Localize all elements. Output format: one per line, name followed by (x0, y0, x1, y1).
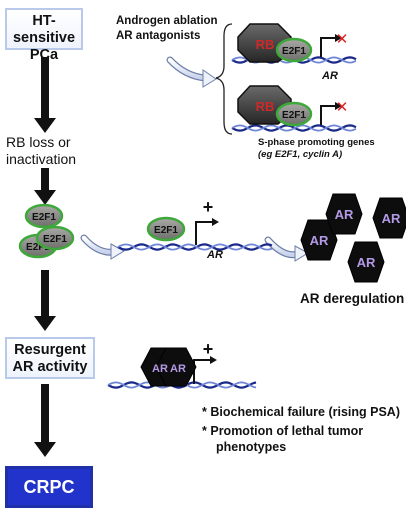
outcome-item-2: * Promotion of lethal tumor (202, 423, 400, 439)
e2f1-bound-middle: E2F1 (146, 216, 186, 242)
flow-arrow-1 (34, 57, 56, 133)
transcription-arrow-middle (195, 218, 219, 245)
activation-plus-middle: + (203, 197, 214, 217)
ar-protein-3-label: AR (382, 211, 401, 226)
e2f1-label: E2F1 (282, 46, 306, 57)
e2f1-free-1: E2F1 (24, 203, 64, 229)
transcription-arrow-top-2 (320, 102, 342, 125)
curved-arrow-right (264, 236, 310, 262)
transcription-arrow-top-1 (320, 34, 342, 57)
s-phase-line1: S-phase promoting genes (258, 137, 375, 148)
block-mark-bottom: ✕ (336, 98, 349, 116)
crpc-label: CRPC (23, 476, 75, 497)
ht-sensitive-line2: PCa (29, 47, 59, 63)
outcome-list: * Biochemical failure (rising PSA) * Pro… (202, 404, 400, 455)
ar-protein-2: AR (325, 193, 363, 235)
activation-plus-bottom: + (203, 339, 214, 359)
outcome-item-2-text: Promotion of lethal tumor (210, 424, 364, 438)
resurgent-ar-activity-box: Resurgent AR activity (5, 337, 95, 379)
ar-protein-1-label: AR (310, 233, 329, 248)
outcome-bullet: * (202, 424, 207, 438)
e2f1-label: E2F1 (43, 234, 67, 245)
ar-dimer-label-2: AR (170, 363, 186, 375)
s-phase-annotation: S-phase promoting genes (eg E2F1, cyclin… (258, 137, 375, 161)
s-phase-line2: (eg E2F1, cyclin A) (258, 149, 343, 160)
ar-dimer: AR AR (140, 347, 197, 387)
e2f1-top: E2F1 (275, 37, 313, 63)
curved-arrow-top (166, 56, 217, 88)
ar-protein-4-label: AR (357, 255, 376, 270)
flow-arrow-4 (34, 384, 56, 457)
ht-sensitive-pca-box: HT-sensitive PCa (5, 8, 83, 63)
ar-gene-label-top: AR (321, 70, 338, 82)
ar-dimer-label-1: AR (152, 363, 168, 375)
ar-protein-1: AR (300, 219, 338, 261)
e2f1-label: E2F1 (32, 212, 56, 223)
androgen-line2: AR antagonists (116, 30, 201, 42)
androgen-annotation: Androgen ablation AR antagonists (116, 14, 218, 44)
ar-protein-2-label: AR (335, 207, 354, 222)
flow-arrow-3 (34, 270, 56, 331)
outcome-bullet: * (202, 405, 207, 419)
e2f1-bottom: E2F1 (275, 101, 313, 127)
ar-protein-4: AR (347, 241, 385, 283)
outcome-item-2-cont: phenotypes (216, 440, 287, 454)
resurgent-line1: Resurgent (14, 342, 86, 358)
ar-gene-label-middle: AR (206, 249, 223, 261)
dna-strands (107, 56, 357, 389)
block-mark-top: ✕ (336, 30, 349, 48)
rb-loss-line2: inactivation (6, 151, 77, 167)
ht-sensitive-line1: HT-sensitive (12, 13, 76, 46)
dna-strand-middle (117, 243, 273, 251)
scenario-brace (215, 23, 233, 135)
e2f1-label: E2F1 (26, 242, 50, 253)
e2f1-free-3: E2F1 (35, 225, 75, 251)
rb-loss-line1: RB loss or (6, 134, 71, 150)
resurgent-line2: AR activity (12, 359, 88, 375)
rb-label: RB (256, 99, 275, 114)
ar-protein-cluster: AR AR AR AR (300, 193, 406, 283)
e2f1-label: E2F1 (282, 110, 306, 121)
dna-strand-top-2 (231, 124, 357, 132)
outcome-item-1-text: Biochemical failure (rising PSA) (210, 405, 400, 419)
crpc-box: CRPC (5, 466, 93, 508)
rb-label: RB (256, 37, 275, 52)
ar-deregulation-label: AR deregulation (300, 291, 405, 306)
e2f1-label: E2F1 (154, 225, 178, 236)
curved-arrow-middle (80, 234, 126, 260)
outcome-item-1: * Biochemical failure (rising PSA) (202, 404, 400, 420)
transcription-arrow-bottom (193, 356, 217, 384)
androgen-line1: Androgen ablation (116, 15, 218, 27)
flow-arrow-2 (34, 168, 56, 205)
rb-loss-annotation: RB loss or inactivation (6, 134, 76, 168)
ar-protein-3: AR (372, 197, 406, 239)
